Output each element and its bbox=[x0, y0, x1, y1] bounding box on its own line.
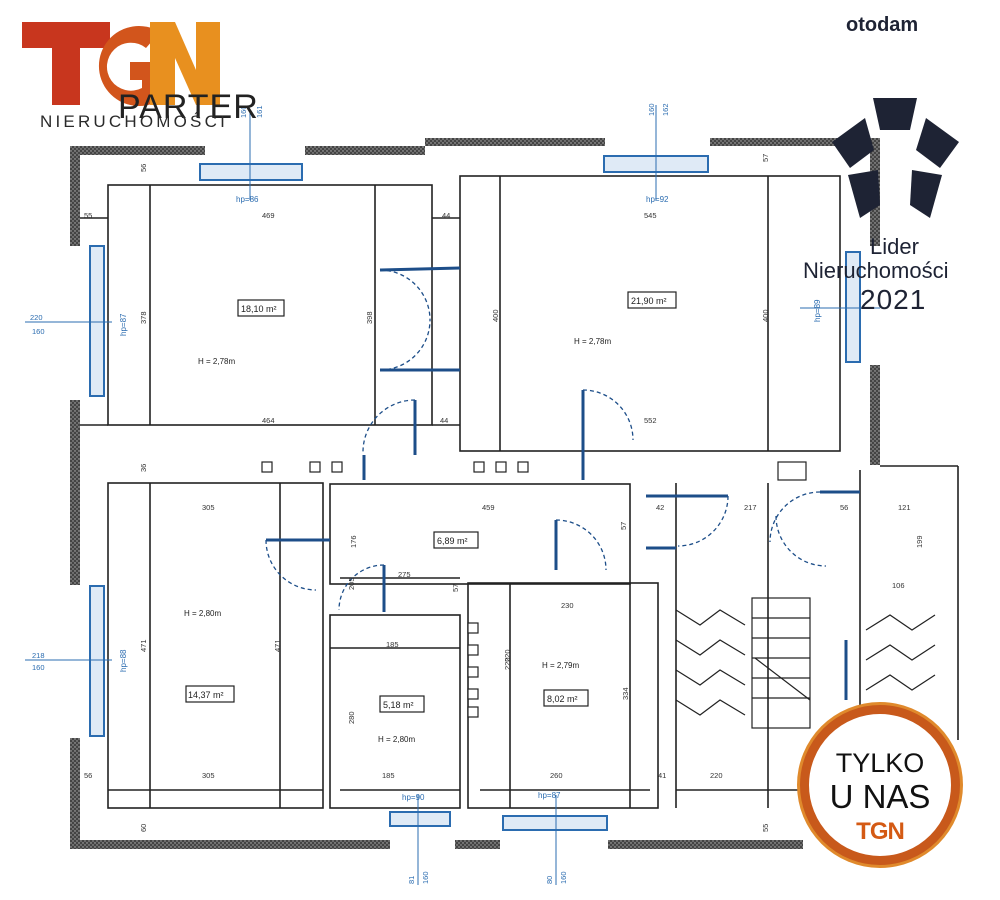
window-hp-label: hp=86 bbox=[236, 195, 259, 204]
dimension-label: 57 bbox=[451, 584, 460, 592]
interior-walls bbox=[80, 175, 959, 809]
window-hp-label: hp=87 bbox=[538, 791, 561, 800]
badge-line-2: U NAS bbox=[829, 778, 931, 815]
doors bbox=[266, 266, 860, 700]
room-3-height: H = 2,80m bbox=[184, 609, 221, 618]
dimension-label: 230 bbox=[561, 601, 574, 610]
dimension-label: 305 bbox=[202, 503, 215, 512]
badge-logo: TGN bbox=[856, 818, 905, 845]
vent-ducts bbox=[261, 461, 807, 718]
dimension-label: 41 bbox=[658, 771, 666, 780]
portal-name: otodam bbox=[846, 14, 919, 36]
dimension-label: 398 bbox=[365, 311, 374, 324]
award-line-2: Nieruchomości bbox=[803, 258, 949, 283]
window-hp-label: hp=87 bbox=[119, 313, 128, 336]
dimension-label: 42 bbox=[656, 503, 664, 512]
dimension-label: 199 bbox=[915, 535, 924, 548]
staircase bbox=[675, 597, 936, 729]
dimension-label: 57 bbox=[761, 154, 770, 162]
dimension-label: 464 bbox=[262, 416, 275, 425]
dimension-label: 552 bbox=[644, 416, 657, 425]
exterior-walls bbox=[70, 138, 880, 849]
dimension-label: 334 bbox=[621, 687, 630, 700]
logo-subtitle: NIERUCHOMOŚCI bbox=[40, 112, 228, 131]
dimension-label: 106 bbox=[892, 581, 905, 590]
window-hp-label: hp=90 bbox=[402, 793, 425, 802]
dimension-label: 44 bbox=[440, 416, 448, 425]
window-dimension: 160 bbox=[32, 327, 45, 336]
dimension-label: 205 bbox=[347, 577, 356, 590]
award-year: 2021 bbox=[860, 284, 927, 315]
tgn-logo bbox=[22, 22, 220, 107]
dimension-label: 185 bbox=[386, 640, 399, 649]
window-dimension: 160 bbox=[32, 663, 45, 672]
window-dimension: 80 bbox=[545, 876, 554, 884]
window-dimension: 160 bbox=[647, 103, 656, 116]
dimension-label: 121 bbox=[898, 503, 911, 512]
dimension-label: 275 bbox=[398, 570, 411, 579]
lider-star-icon bbox=[832, 98, 959, 218]
room-3-area: 14,37 m² bbox=[188, 690, 224, 700]
dimension-label: 459 bbox=[482, 503, 495, 512]
window-dimension: 162 bbox=[661, 103, 670, 116]
room-5-area: 5,18 m² bbox=[383, 700, 414, 710]
window-dimension: 220 bbox=[30, 313, 43, 322]
dimension-label: 217 bbox=[744, 503, 757, 512]
area-boxes bbox=[185, 291, 677, 713]
dimension-label: 220 bbox=[710, 771, 723, 780]
dimension-label: 57 bbox=[619, 522, 628, 530]
room-1-area: 18,10 m² bbox=[241, 304, 277, 314]
award-line-1: Lider bbox=[870, 234, 919, 259]
window-dimension: 81 bbox=[407, 876, 416, 884]
window-dimension: 160 bbox=[421, 871, 430, 884]
window-dimension: 160 bbox=[559, 871, 568, 884]
dimension-label: 176 bbox=[349, 535, 358, 548]
dimension-label: 60 bbox=[139, 824, 148, 832]
dimension-label: 471 bbox=[273, 639, 282, 652]
dimension-label: 55 bbox=[84, 211, 92, 220]
room-1-height: H = 2,78m bbox=[198, 357, 235, 366]
dimension-label: 56 bbox=[84, 771, 92, 780]
window-dimension: 218 bbox=[32, 651, 45, 660]
room-4-area: 6,89 m² bbox=[437, 536, 468, 546]
window-hp-label: hp=89 bbox=[813, 299, 822, 322]
room-6-height: H = 2,79m bbox=[542, 661, 579, 670]
room-6-area: 8,02 m² bbox=[547, 694, 578, 704]
window-axes bbox=[25, 105, 880, 885]
dimension-label: 378 bbox=[139, 311, 148, 324]
dimension-label: 545 bbox=[644, 211, 657, 220]
dimension-label: 185 bbox=[382, 771, 395, 780]
dimension-label: 56 bbox=[840, 503, 848, 512]
door-swings bbox=[265, 269, 827, 611]
dimension-label: 44 bbox=[442, 211, 450, 220]
room-5-height: H = 2,80m bbox=[378, 735, 415, 744]
dimension-label: 220 bbox=[503, 657, 512, 670]
floor-label: PARTER bbox=[118, 88, 259, 126]
badge-line-1: TYLKO bbox=[835, 748, 925, 778]
window-dimension: 161 bbox=[255, 105, 264, 118]
dimension-label: 260 bbox=[550, 771, 563, 780]
dimension-label: 471 bbox=[139, 639, 148, 652]
window-hp-label: hp=88 bbox=[119, 649, 128, 672]
dimension-label: 220 bbox=[503, 649, 512, 662]
dimension-label: 36 bbox=[139, 464, 148, 472]
dimension-label: 305 bbox=[202, 771, 215, 780]
room-2-area: 21,90 m² bbox=[631, 296, 667, 306]
exclusive-badge: TYLKO U NAS TGN bbox=[800, 705, 960, 865]
room-2-height: H = 2,78m bbox=[574, 337, 611, 346]
window-hp-label: hp=92 bbox=[646, 195, 669, 204]
dimension-label: 55 bbox=[761, 824, 770, 832]
dimension-label: 280 bbox=[347, 711, 356, 724]
window-dimension: 160 bbox=[239, 105, 248, 118]
windows bbox=[89, 155, 861, 831]
dimension-label: 400 bbox=[491, 309, 500, 322]
dimension-label: 400 bbox=[761, 309, 770, 322]
dimension-label: 469 bbox=[262, 211, 275, 220]
dimension-label: 56 bbox=[139, 164, 148, 172]
